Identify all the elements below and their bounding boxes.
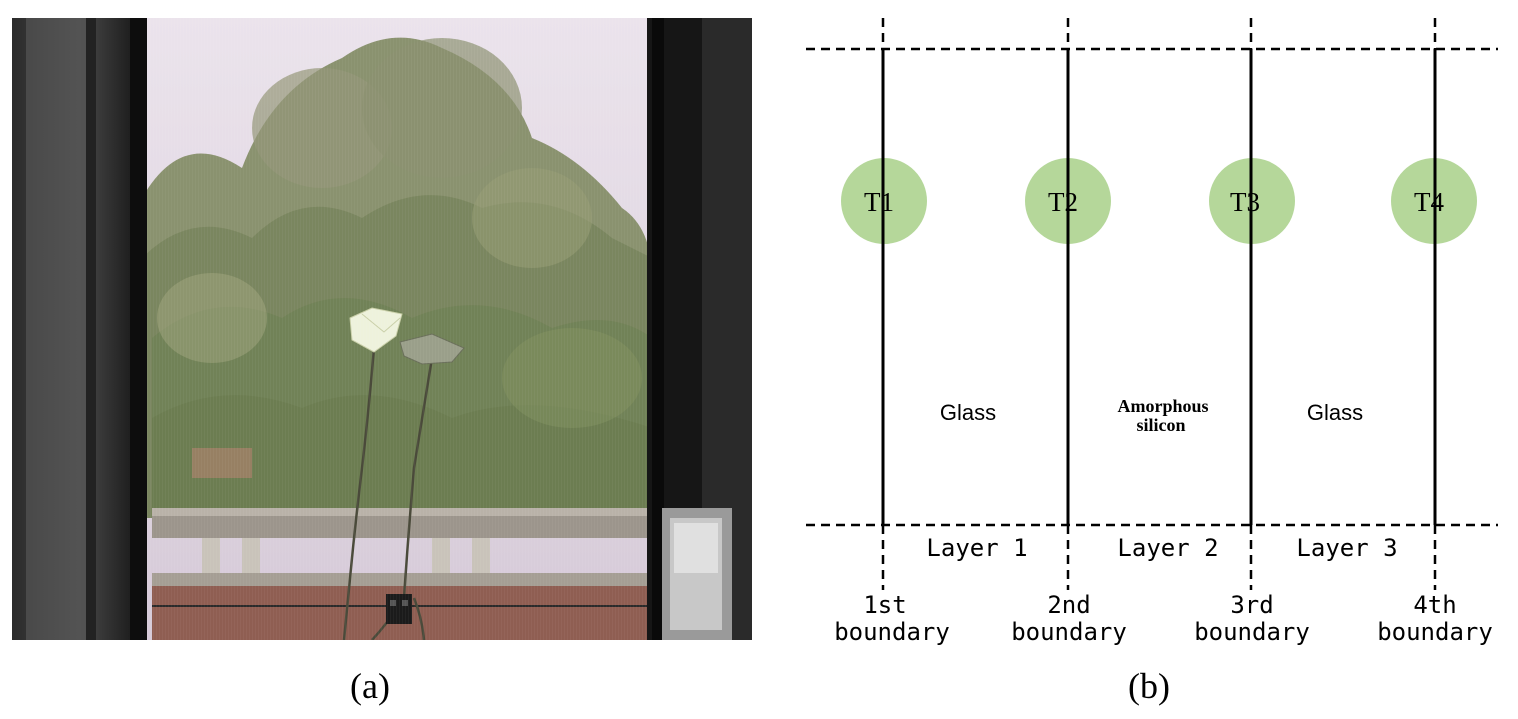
boundary-1-word: boundary	[834, 618, 950, 646]
layer-diagram: T1 T2 T3 T4 Glass Amorphous silicon Glas…	[806, 18, 1498, 646]
layer-1-label: Layer 1	[926, 534, 1027, 562]
boundary-2-word: boundary	[1011, 618, 1127, 646]
window-frame-left	[12, 18, 147, 640]
caption-a: (a)	[350, 666, 390, 706]
window-photo	[12, 18, 752, 640]
boundary-4-word: boundary	[1377, 618, 1493, 646]
caption-b: (b)	[1128, 666, 1170, 706]
boundary-1-ordinal: 1st	[863, 591, 906, 619]
window-frame-right	[647, 18, 752, 640]
sensor-t3-label: T3	[1230, 187, 1260, 217]
boundary-3-word: boundary	[1194, 618, 1310, 646]
boundary-3-ordinal: 3rd	[1230, 591, 1273, 619]
region-amorphous-line2: silicon	[1136, 415, 1185, 435]
region-amorphous-line1: Amorphous	[1117, 396, 1208, 416]
boundary-2-ordinal: 2nd	[1047, 591, 1090, 619]
sensor-t1-label: T1	[864, 187, 894, 217]
layer-2-label: Layer 2	[1117, 534, 1218, 562]
region-glass-1-label: Glass	[940, 400, 996, 425]
boundary-4-ordinal: 4th	[1413, 591, 1456, 619]
layer-3-label: Layer 3	[1296, 534, 1397, 562]
sensor-t2-label: T2	[1048, 187, 1078, 217]
sensor-t4-label: T4	[1414, 187, 1444, 217]
region-glass-2-label: Glass	[1307, 400, 1363, 425]
